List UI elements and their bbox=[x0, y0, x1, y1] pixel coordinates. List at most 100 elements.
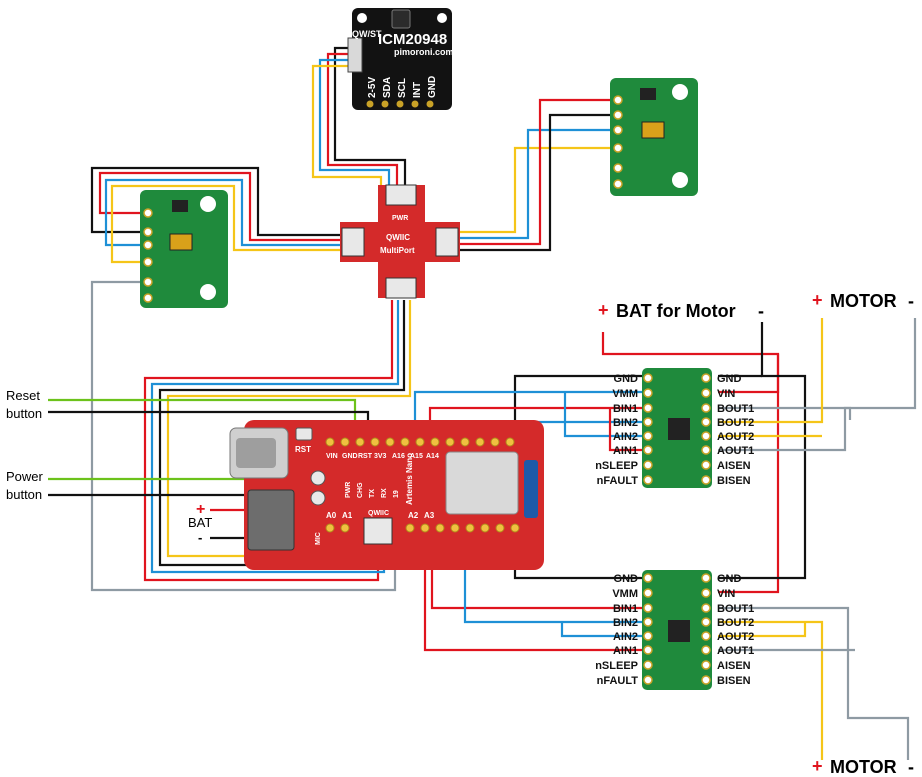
driver-bottom-pin-aisen: AISEN bbox=[717, 660, 751, 672]
bat-plus-sign: + bbox=[196, 501, 205, 518]
motor-supply-wires bbox=[601, 322, 807, 594]
mounting-hole-icon bbox=[200, 196, 216, 212]
motor-bottom-text: MOTOR bbox=[830, 757, 897, 777]
tof-sensor-chip bbox=[641, 121, 665, 139]
power-label-line2: button bbox=[6, 487, 42, 502]
nano-pin-a2: A2 bbox=[408, 511, 419, 520]
driver-bottom-pin-bisen: BISEN bbox=[717, 675, 751, 687]
driver-bottom-pin-nsleep: nSLEEP bbox=[595, 660, 638, 672]
imu-chip bbox=[391, 9, 411, 29]
artemis-module bbox=[445, 451, 519, 515]
tof-sensor-chip bbox=[169, 233, 193, 251]
nano-silk-labels: PWR CHG TX RX 19 Artemis Nano MIC bbox=[315, 453, 414, 545]
imu-name: ICM20948 bbox=[378, 31, 447, 48]
driver-top-pin-bout2: BOUT2 bbox=[717, 417, 754, 429]
nano-pin-3v3: 3V3 bbox=[374, 453, 387, 460]
nano-pin-vin: VIN bbox=[326, 453, 338, 460]
nano-qwiic-connector bbox=[363, 517, 393, 545]
power-label-line1: Power bbox=[6, 469, 44, 484]
driver-bottom-pin-bout1: BOUT1 bbox=[717, 603, 754, 615]
driver-bottom-pin-vmm: VMM bbox=[612, 588, 638, 600]
driver-top-pin-aout2: AOUT2 bbox=[717, 431, 754, 443]
qwiic-harness-right-sensor bbox=[455, 98, 616, 252]
imu-pin-labels: 2-5V SDA SCL INT GND bbox=[367, 76, 438, 98]
regulator-chip bbox=[640, 88, 656, 100]
multiport-name: MultiPort bbox=[380, 246, 415, 255]
driver-top-pin-gnd: GND bbox=[614, 373, 639, 385]
driver-top-pin-nsleep: nSLEEP bbox=[595, 460, 638, 472]
driver-top-motor-wires bbox=[718, 318, 917, 452]
driver-bottom-pin-bin2: BIN2 bbox=[613, 617, 638, 629]
power-switch-icon-2[interactable] bbox=[310, 490, 326, 506]
bat-label: BAT bbox=[188, 515, 212, 530]
nano-pin-rst: RST bbox=[358, 453, 373, 460]
battery-label: + BAT - bbox=[188, 501, 212, 545]
regulator-chip bbox=[172, 200, 188, 212]
motor-bottom-label: + MOTOR - bbox=[812, 756, 914, 777]
nano-pin-a1: A1 bbox=[342, 511, 353, 520]
qwiic-harness-imu bbox=[311, 46, 407, 190]
imu-pin-gnd: GND bbox=[427, 76, 438, 98]
driver-bottom-pin-vin: VIN bbox=[717, 588, 735, 600]
nano-mic-label: MIC bbox=[315, 532, 322, 545]
nano-top-pin-labels: VIN GND RST 3V3 A16 A15 A14 bbox=[326, 453, 439, 460]
imu-qwst-label: QW/ST bbox=[352, 29, 382, 39]
multiport-board: PWR QWIIC MultiPort bbox=[340, 184, 460, 299]
reset-label-line1: Reset bbox=[6, 388, 40, 403]
driver-bottom-right-pins: GND VIN BOUT1 BOUT2 AOUT2 AOUT1 AISEN BI… bbox=[717, 573, 754, 687]
driver-bottom-left-pins: GND VMM BIN1 BIN2 AIN2 AIN1 nSLEEP nFAUL… bbox=[595, 573, 638, 687]
driver-top-pin-ain2: AIN2 bbox=[613, 431, 638, 443]
driver-bottom-pin-bin1: BIN1 bbox=[613, 603, 638, 615]
driver-top-pin-vin: VIN bbox=[717, 388, 735, 400]
motor-supply-label: + BAT for Motor - bbox=[598, 300, 764, 321]
driver-top-pin-vmm: VMM bbox=[612, 388, 638, 400]
nano-silk-rx: RX bbox=[381, 488, 388, 498]
mounting-hole-icon bbox=[437, 13, 447, 23]
qwiic-connector-right bbox=[435, 227, 459, 257]
driver-top-pin-aisen: AISEN bbox=[717, 460, 751, 472]
motor-supply-minus: - bbox=[758, 301, 764, 321]
driver-top-left-pins: GND VMM BIN1 BIN2 AIN2 AIN1 nSLEEP nFAUL… bbox=[595, 373, 638, 487]
artemis-nano-board: RST QWIIC VIN GND RST 3V3 A16 A15 A14 A0… bbox=[229, 420, 544, 570]
driver-bottom-pin-gnd-r: GND bbox=[717, 573, 742, 585]
reset-button-label: Reset button bbox=[6, 388, 42, 421]
battery-connector bbox=[247, 489, 295, 551]
driver-bottom-pin-aout1: AOUT1 bbox=[717, 645, 754, 657]
nano-pin-a14: A14 bbox=[426, 453, 439, 460]
qwst-connector bbox=[347, 37, 363, 73]
driver-bottom-pin-gnd: GND bbox=[614, 573, 639, 585]
motor-driver-bottom: GND VMM BIN1 BIN2 AIN2 AIN1 nSLEEP nFAUL… bbox=[595, 570, 754, 690]
nano-name: Artemis Nano bbox=[405, 453, 414, 505]
qwiic-connector-bottom bbox=[385, 277, 417, 299]
imu-pin-int: INT bbox=[412, 82, 423, 98]
qwiic-connector-left bbox=[341, 227, 365, 257]
driver-bottom-pin-aout2: AOUT2 bbox=[717, 631, 754, 643]
bat-minus-sign: - bbox=[198, 530, 202, 545]
nano-silk-pwr: PWR bbox=[345, 482, 352, 498]
imu-pin-scl: SCL bbox=[397, 78, 408, 98]
mounting-hole-icon bbox=[672, 172, 688, 188]
driver-bottom-pin-bout2: BOUT2 bbox=[717, 617, 754, 629]
mounting-hole-icon bbox=[200, 284, 216, 300]
nano-silk-chg: CHG bbox=[357, 482, 364, 498]
antenna-icon bbox=[524, 460, 538, 518]
motor-top-minus: - bbox=[908, 291, 914, 311]
driver-chip bbox=[668, 418, 690, 440]
power-switch-icon[interactable] bbox=[310, 470, 326, 486]
driver-bottom-pin-nfault: nFAULT bbox=[597, 675, 639, 687]
tof-sensor-right bbox=[610, 78, 698, 196]
mounting-hole-icon bbox=[357, 13, 367, 23]
nano-silk-19: 19 bbox=[393, 490, 400, 498]
rst-button-icon[interactable] bbox=[295, 427, 313, 441]
mounting-hole-icon bbox=[672, 84, 688, 100]
qwiic-connector-top bbox=[385, 184, 417, 206]
nano-pin-a15: A15 bbox=[410, 453, 423, 460]
driver-top-pin-nfault: nFAULT bbox=[597, 475, 639, 487]
driver-top-pin-ain1: AIN1 bbox=[613, 445, 638, 457]
motor-top-text: MOTOR bbox=[830, 291, 897, 311]
driver-top-pin-bisen: BISEN bbox=[717, 475, 751, 487]
motor-top-label: + MOTOR - bbox=[812, 290, 914, 311]
nano-pin-a3: A3 bbox=[424, 511, 435, 520]
nano-bottom-pin-labels: A0 A1 A2 A3 bbox=[326, 511, 435, 520]
power-button-label: Power button bbox=[6, 469, 44, 502]
